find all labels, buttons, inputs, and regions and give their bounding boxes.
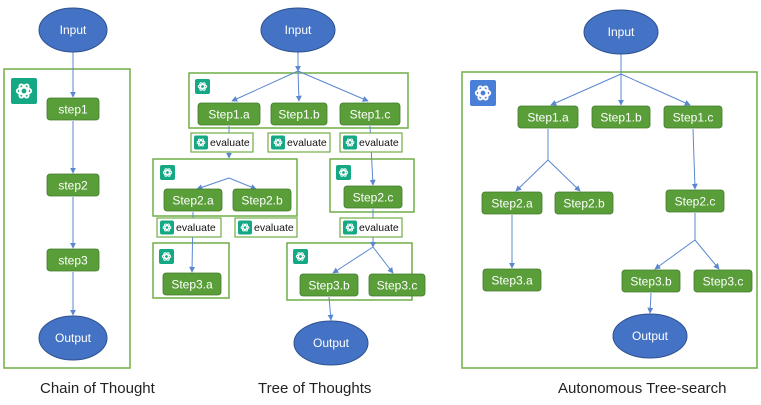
ats-step1a: Step1.a	[517, 105, 579, 129]
ats-step2b: Step2.b	[554, 191, 614, 215]
tot-level2-right-openai-logo-icon	[336, 165, 351, 180]
ats-step3b-label: Step3.b	[630, 275, 672, 289]
caption-autonomous-tree-search: Autonomous Tree-search	[558, 380, 727, 397]
ats-step1c: Step1.c	[663, 105, 723, 129]
ats-openai-logo-icon	[470, 80, 496, 106]
cot-step1: step1	[46, 97, 100, 121]
tot-step2c: Step2.c	[343, 185, 403, 209]
tot-evaluate-2b-logo-icon	[238, 220, 252, 235]
cot-container	[3, 68, 131, 369]
tot-level1-openai-logo-icon	[195, 79, 210, 94]
tot-input: Input	[260, 7, 336, 53]
cot-input-label: Input	[60, 23, 87, 37]
cot-step3-label: step3	[58, 254, 88, 268]
ats-step2b-label: Step2.b	[563, 197, 605, 211]
ats-arrow-step1a	[550, 73, 622, 106]
ats-step3b: Step3.b	[621, 269, 681, 293]
tot-evaluate-2c-logo-icon	[343, 220, 357, 235]
cot-step2-label: step2	[58, 179, 88, 193]
tot-evaluate-1b-label: evaluate	[287, 137, 327, 149]
tot-step1b-label: Step1.b	[278, 108, 320, 122]
ats-arrow-step2a	[515, 159, 549, 192]
ats-output-label: Output	[632, 329, 669, 343]
tot-output: Output	[293, 320, 369, 366]
ats-arrow-step1c-step2c	[691, 128, 698, 190]
tot-step1b: Step1.b	[270, 102, 328, 126]
tot-arrow-step1c	[297, 70, 369, 102]
ats-arrow-step1c	[620, 73, 691, 106]
cot-input: Input	[38, 7, 108, 53]
tot-step3c: Step3.c	[368, 273, 426, 297]
ats-input: Input	[583, 9, 659, 55]
tot-container-level3-left	[152, 242, 230, 299]
ats-step3a-label: Step3.a	[491, 274, 533, 288]
tot-step2a-label: Step2.a	[172, 194, 214, 208]
tot-step1c: Step1.c	[339, 102, 401, 126]
ats-step1b-label: Step1.b	[600, 111, 642, 125]
tot-step1a-label: Step1.a	[208, 108, 250, 122]
tot-step2c-label: Step2.c	[353, 191, 394, 205]
tot-step1c-label: Step1.c	[350, 108, 391, 122]
ats-arrow-step3b	[654, 239, 696, 270]
ats-arrow-step3c	[694, 239, 720, 270]
ats-output: Output	[612, 313, 688, 359]
caption-tree-of-thoughts: Tree of Thoughts	[258, 380, 372, 397]
tot-level3-right-openai-logo-icon	[293, 249, 308, 264]
tot-step3b: Step3.b	[299, 273, 359, 297]
tot-evaluate-1c-label: evaluate	[359, 137, 399, 149]
tot-step2b-label: Step2.b	[241, 194, 283, 208]
tot-evaluate-1a-label: evaluate	[210, 137, 250, 149]
ats-step2c-label: Step2.c	[675, 195, 716, 209]
tot-step3a-label: Step3.a	[171, 278, 213, 292]
tot-level2-left-openai-logo-icon	[160, 165, 175, 180]
ats-step1c-label: Step1.c	[673, 111, 714, 125]
ats-step3c: Step3.c	[693, 269, 753, 293]
tot-arrow-step3c	[372, 246, 394, 274]
tot-arrow-step3b	[332, 246, 374, 274]
ats-arrow-step3b-output	[647, 292, 654, 314]
cot-openai-logo-icon	[11, 78, 37, 104]
tot-container-level3-right	[286, 242, 413, 301]
cot-step1-label: step1	[58, 103, 88, 117]
tot-arrow-step3b-output	[327, 296, 334, 321]
ats-step2a: Step2.a	[481, 191, 543, 215]
tot-step3a: Step3.a	[162, 272, 222, 296]
tot-arrow-step2b	[228, 177, 257, 190]
cot-step3: step3	[46, 248, 100, 272]
cot-output: Output	[38, 315, 108, 361]
tot-step2b: Step2.b	[232, 188, 292, 212]
ats-step2c: Step2.c	[665, 189, 725, 213]
tot-step3b-label: Step3.b	[308, 279, 350, 293]
tot-arrow-step1a	[231, 70, 299, 102]
tot-evaluate-1b-logo-icon	[271, 135, 285, 150]
tot-step2a: Step2.a	[163, 188, 223, 212]
tot-arrow-step1b	[295, 70, 302, 102]
ats-step1a-label: Step1.a	[527, 111, 569, 125]
ats-step3a: Step3.a	[482, 268, 542, 292]
ats-container	[461, 71, 758, 369]
cot-step2: step2	[46, 173, 100, 197]
tot-step1a: Step1.a	[197, 102, 261, 126]
tot-container-level2-left	[152, 158, 298, 217]
tot-evaluate-1c-logo-icon	[343, 135, 357, 150]
ats-arrow-step2b	[547, 159, 581, 192]
tot-evaluate-2b-label: evaluate	[254, 222, 294, 234]
tot-output-label: Output	[313, 336, 350, 350]
ats-step3c-label: Step3.c	[703, 275, 744, 289]
caption-chain-of-thought: Chain of Thought	[40, 380, 155, 397]
tot-evaluate-2a-logo-icon	[160, 220, 174, 235]
tot-evaluate-1a-logo-icon	[194, 135, 208, 150]
ats-step2a-label: Step2.a	[491, 197, 533, 211]
tot-evaluate-2a-label: evaluate	[176, 222, 216, 234]
tot-input-label: Input	[285, 23, 312, 37]
ats-input-label: Input	[608, 25, 635, 39]
ats-step1b: Step1.b	[591, 105, 651, 129]
tot-step3c-label: Step3.c	[377, 279, 418, 293]
tot-evaluate-2c-label: evaluate	[359, 222, 399, 234]
cot-output-label: Output	[55, 331, 92, 345]
tot-arrow-step2a	[196, 177, 230, 191]
tot-level3-left-openai-logo-icon	[159, 249, 174, 264]
